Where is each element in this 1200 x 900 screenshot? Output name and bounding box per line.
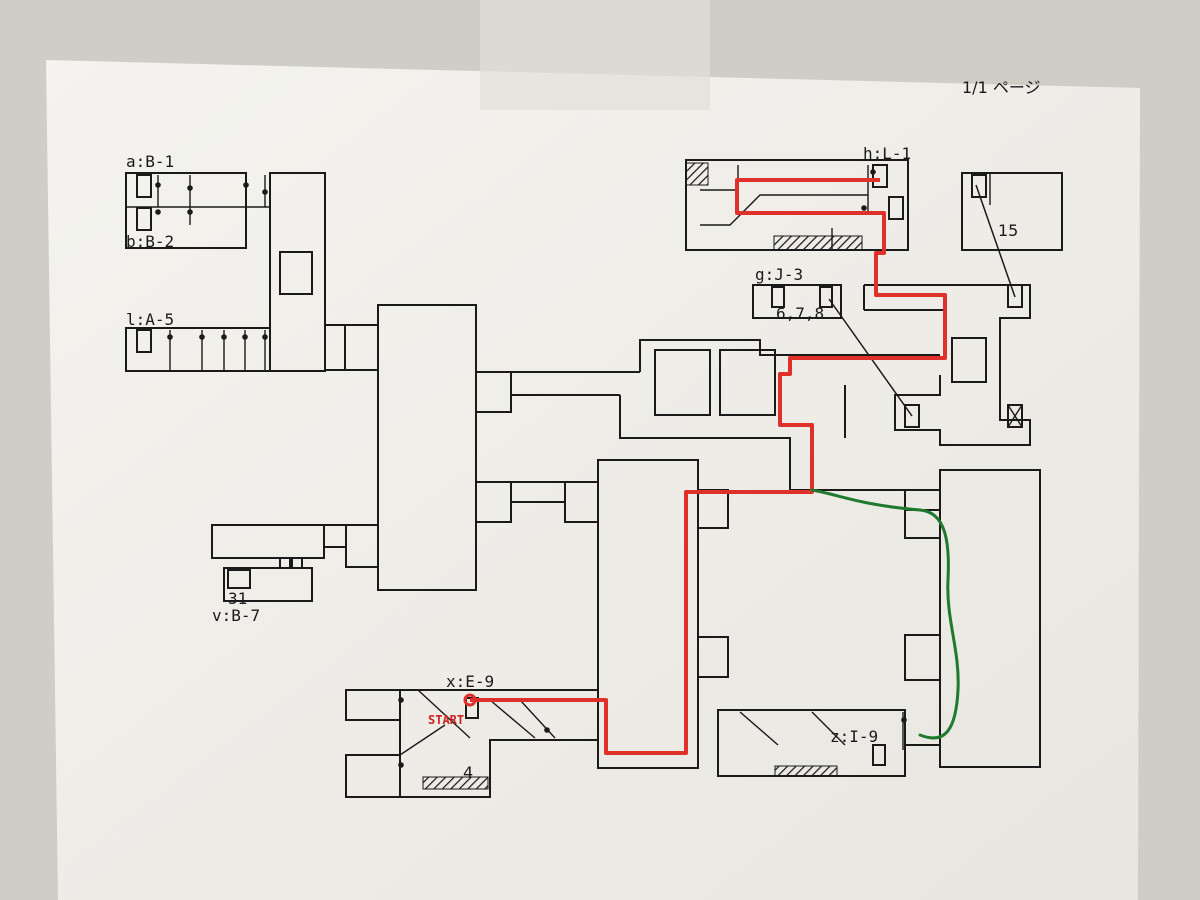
- label-z: z:I-9: [830, 727, 878, 746]
- label-g-numbers: 6,7,8: [776, 304, 824, 323]
- paper-sheet: [46, 60, 1140, 900]
- page-indicator: 1/1 ページ: [962, 78, 1041, 97]
- label-l: l:A-5: [126, 310, 174, 329]
- label-g: g:J-3: [755, 265, 803, 284]
- tape-strip: [480, 0, 710, 110]
- label-b: b:B-2: [126, 232, 174, 251]
- label-15: 15: [998, 221, 1018, 240]
- label-4: 4: [463, 763, 473, 782]
- start-label: START: [428, 713, 464, 727]
- bottom-left-block: [345, 689, 598, 798]
- bottom-right-block: [717, 709, 940, 777]
- green-route: [810, 488, 960, 740]
- central-hall: [211, 304, 640, 602]
- label-h: h:L-1: [863, 144, 911, 163]
- label-x: x:E-9: [446, 672, 494, 691]
- label-v: v:B-7: [212, 606, 260, 625]
- red-route: [470, 178, 947, 755]
- right-tall-block: [939, 469, 1041, 768]
- start-marker: [463, 693, 477, 707]
- top-left-wing: [125, 172, 379, 372]
- label-v-number: 31: [228, 589, 247, 608]
- label-a: a:B-1: [126, 152, 174, 171]
